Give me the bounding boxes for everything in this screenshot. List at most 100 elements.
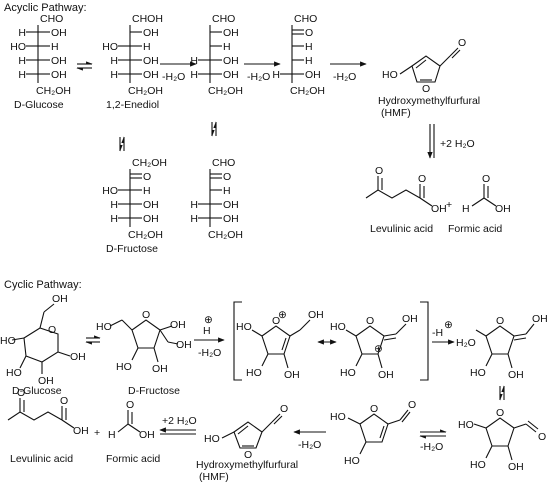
- levulinic-acid-structure-top: O O OH Levulinic acid: [365, 165, 447, 235]
- fischer-left-substituent: H: [18, 27, 26, 39]
- fischer-right-substituent: OH: [143, 69, 159, 81]
- plus-two-water-label: +2 H₂O: [162, 415, 197, 427]
- minus-water-label: -H₂O: [333, 71, 356, 83]
- formic-acid-structure-top: H O OH Formic acid: [448, 173, 511, 235]
- fischer-bottom-group: CH₂OH: [208, 85, 243, 97]
- fischer-left-substituent: H: [110, 199, 118, 211]
- fischer-right-substituent: OH: [223, 27, 239, 39]
- enol-intermediate: O H₂O OH HO OH: [456, 313, 548, 381]
- plus-sign: +: [94, 427, 100, 439]
- hydroxyl: HO: [470, 367, 486, 379]
- fischer-right-substituent: OH: [223, 199, 239, 211]
- formic-acid-label: Formic acid: [106, 453, 160, 465]
- hydroxyl: HO: [330, 411, 346, 423]
- dihydrofuran-intermediate: O HO O HO: [330, 399, 416, 467]
- fischer-right-substituent: OH: [143, 55, 159, 67]
- levulinic-acid-label: Levulinic acid: [10, 453, 73, 465]
- ketone-oxygen: O: [375, 165, 383, 177]
- equilibrium-arrow-glucose-enediol: [76, 61, 93, 71]
- aldehyde-oxygen: O: [458, 37, 466, 49]
- minus-proton-label: -H: [432, 327, 443, 339]
- hydroxyl: HO: [344, 455, 360, 467]
- hydroxyl: OH: [378, 369, 394, 381]
- equilibrium-arrow-enol-keto: [211, 121, 217, 137]
- ring-oxygen: O: [370, 403, 378, 415]
- hydroxyl: HO: [96, 321, 112, 333]
- water-group: H₂O: [456, 337, 476, 349]
- fischer-top-group: CHO: [212, 157, 235, 169]
- fischer-top-group: CHO: [294, 13, 317, 25]
- oxocarbenium-ion-2: O ⊕ HO OH HO OH: [330, 313, 418, 381]
- formic-hydroxyl: OH: [139, 429, 155, 441]
- fischer-right-substituent: O: [305, 27, 313, 39]
- minus-water-label: -H₂O: [298, 439, 321, 451]
- levulinic-acid-label: Levulinic acid: [370, 223, 433, 235]
- formic-acid-structure-bottom: H O OH Formic acid: [106, 399, 160, 465]
- hmf-name-label: Hydroxymethylfurfural: [378, 95, 480, 107]
- hydroxyl: OH: [284, 369, 300, 381]
- positive-charge: ⊕: [278, 309, 287, 321]
- formic-hydroxyl: OH: [495, 203, 511, 215]
- fischer-right-substituent: H: [51, 41, 59, 53]
- fischer-bottom-group: CH₂OH: [128, 229, 163, 241]
- reaction-arrow-protonation: H ⊕ -H₂O: [194, 314, 225, 359]
- hydroxyl: OH: [508, 369, 524, 381]
- fischer-left-substituent: HO: [10, 41, 26, 53]
- minus-water-label: -H₂O: [198, 347, 221, 359]
- fischer-left-substituent: H: [190, 213, 198, 225]
- formic-hydrogen: H: [108, 429, 116, 441]
- enediol-label: 1,2-Enediol: [106, 99, 159, 111]
- fischer-right-substituent: OH: [51, 27, 67, 39]
- fischer-bottom-group: CH₂OH: [128, 85, 163, 97]
- fischer-right-substituent: H: [223, 41, 231, 53]
- d-glucose-label: D-Glucose: [12, 385, 62, 397]
- hmf-structure-top: O HO O Hydroxymethylfurfural (HMF): [378, 37, 480, 119]
- hydroxyl-group: HO: [204, 433, 220, 445]
- fischer-left-substituent: HO: [102, 41, 118, 53]
- reaction-arrow-dehydration-2: -H₂O: [244, 61, 281, 83]
- formic-oxygen: O: [482, 173, 490, 185]
- hydroxyl: HO: [116, 361, 132, 373]
- d-fructose-label: D-Fructose: [106, 243, 158, 255]
- hydroxyl: OH: [308, 309, 324, 321]
- fischer-right-substituent: OH: [223, 213, 239, 225]
- ring-oxygen: O: [496, 315, 504, 327]
- aldehyde-oxygen: O: [280, 403, 288, 415]
- hydroxyl-group: HO: [382, 69, 398, 81]
- cyclic-pathway-title: Cyclic Pathway:: [4, 279, 82, 291]
- d-fructose-label: D-Fructose: [128, 385, 180, 397]
- equilibrium-arrow-vertical: [499, 385, 505, 401]
- fischer-left-substituent: H: [110, 55, 118, 67]
- aldehyde-oxygen: O: [408, 399, 416, 411]
- fischer-right-substituent: H: [223, 185, 231, 197]
- hydration-arrow-down: +2 H₂O: [427, 124, 475, 159]
- fischer-left-substituent: H: [272, 69, 280, 81]
- d-glucose-label: D-Glucose: [14, 99, 64, 111]
- fischer-left-substituent: H: [18, 55, 26, 67]
- glucopyranose-structure: O OH HO HO OH OH D-Glucose: [0, 293, 86, 397]
- reaction-arrow-to-hmf: -H₂O: [293, 429, 326, 451]
- fischer-right-substituent: OH: [143, 27, 159, 39]
- minus-water-label: -H₂O: [247, 71, 270, 83]
- hydroxyl: OH: [532, 313, 548, 325]
- resonance-bracket: [233, 301, 429, 381]
- hydroxyl: HO: [236, 321, 252, 333]
- fischer-left-substituent: HO: [102, 185, 118, 197]
- hydroxyl: OH: [52, 293, 68, 305]
- fischer-right-substituent: OH: [143, 213, 159, 225]
- hydroxyl: HO: [340, 367, 356, 379]
- equilibrium-arrow-cyclic-1: [85, 335, 101, 345]
- aldehyde-oxygen: O: [538, 431, 546, 443]
- fischer-left-substituent: H: [190, 69, 198, 81]
- hmf-structure-bottom: O HO O Hydroxymethylfurfural (HMF): [196, 403, 298, 482]
- hydroxyl: HO: [6, 367, 22, 379]
- fischer-right-substituent: H: [143, 41, 151, 53]
- hmf-abbreviation-label: (HMF): [381, 107, 411, 119]
- ring-oxygen: O: [48, 324, 56, 336]
- ring-oxygen: O: [142, 309, 150, 321]
- fischer-right-substituent: O: [223, 171, 231, 183]
